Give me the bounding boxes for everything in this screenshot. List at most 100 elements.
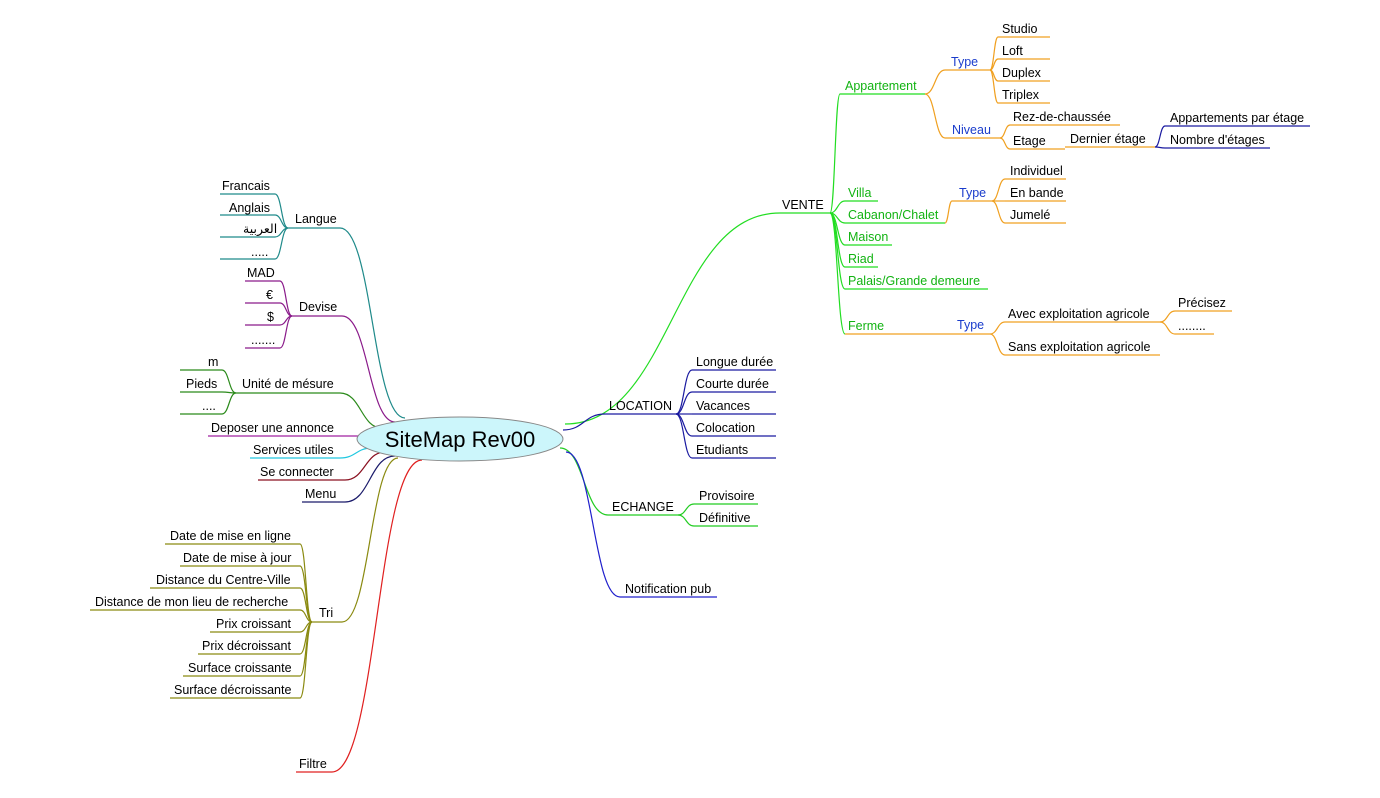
tri-item-date-mise-a-jour[interactable]: Date de mise à jour [183, 551, 291, 565]
unite-link [339, 392, 383, 429]
vente-ferme[interactable]: Ferme [848, 319, 884, 333]
niveau-etage[interactable]: Etage [1013, 134, 1046, 148]
branch-link [1154, 125, 1166, 148]
langue-item-francais[interactable]: Francais [222, 179, 270, 193]
vente-villa[interactable]: Villa [848, 186, 871, 200]
langue-link [339, 227, 406, 419]
echange-node[interactable]: ECHANGE [612, 500, 674, 514]
tri-item-surface-decroissante[interactable]: Surface décroissante [174, 683, 291, 697]
ferme-avec[interactable]: Avec exploitation agricole [1008, 307, 1150, 321]
branch-link [999, 124, 1011, 139]
devise-item-more[interactable]: ....... [251, 333, 275, 347]
villa-type-individuel[interactable]: Individuel [1010, 164, 1063, 178]
branch-link [675, 369, 693, 415]
filtre-link [331, 459, 423, 773]
unite-item-m[interactable]: m [208, 355, 218, 369]
devise-item-dollar[interactable]: $ [267, 310, 274, 324]
branch-link [677, 514, 695, 527]
echange-provisoire[interactable]: Provisoire [699, 489, 755, 503]
unite-item-more[interactable]: .... [202, 399, 216, 413]
devise-item-euro[interactable]: € [266, 288, 273, 302]
villa-type-en-bande[interactable]: En bande [1010, 186, 1064, 200]
branch-link [274, 227, 289, 260]
location-vacances[interactable]: Vacances [696, 399, 750, 413]
langue-item-anglais[interactable]: Anglais [229, 201, 270, 215]
root-title: SiteMap Rev00 [385, 427, 535, 452]
tri-item-distance-lieu[interactable]: Distance de mon lieu de recherche [95, 595, 288, 609]
unite-item-pieds[interactable]: Pieds [186, 377, 217, 391]
langue-item-more[interactable]: ..... [251, 245, 268, 259]
branch-link [924, 93, 946, 139]
branch-link [999, 137, 1011, 150]
root-ellipse [356, 416, 564, 462]
branch-link [221, 369, 237, 394]
devise-link [341, 315, 396, 423]
branch-link [675, 413, 693, 459]
branch-link [299, 587, 313, 623]
appartement-type[interactable]: Type [951, 55, 978, 69]
vente-cabanon[interactable]: Cabanon/Chalet [848, 208, 939, 222]
notification-link [565, 451, 621, 598]
branch-link [299, 621, 313, 677]
etage-dernier[interactable]: Dernier étage [1070, 132, 1146, 146]
deposer-node[interactable]: Deposer une annonce [211, 421, 334, 435]
tri-item-distance-centre[interactable]: Distance du Centre-Ville [156, 573, 291, 587]
ferme-sans[interactable]: Sans exploitation agricole [1008, 340, 1150, 354]
location-colocation[interactable]: Colocation [696, 421, 755, 435]
location-courte[interactable]: Courte durée [696, 377, 769, 391]
branch-link [989, 69, 999, 104]
branch-link [924, 69, 946, 95]
tri-link [341, 457, 399, 623]
location-node[interactable]: LOCATION [609, 399, 672, 413]
vente-node[interactable]: VENTE [782, 198, 824, 212]
root-node[interactable]: SiteMap Rev00 [356, 416, 564, 462]
branch-link [829, 93, 841, 214]
filtre-node[interactable]: Filtre [299, 757, 327, 771]
dernier-appartements-par-etage[interactable]: Appartements par étage [1170, 111, 1304, 125]
connecter-node[interactable]: Se connecter [260, 465, 334, 479]
vente-link [564, 212, 781, 425]
langue-item-arabic[interactable]: العربية [243, 222, 277, 237]
services-node[interactable]: Services utiles [253, 443, 334, 457]
location-longue[interactable]: Longue durée [696, 355, 773, 369]
appartement-type-loft[interactable]: Loft [1002, 44, 1023, 58]
branch-link [279, 315, 293, 349]
avec-precisez[interactable]: Précisez [1178, 296, 1226, 310]
echange-definitive[interactable]: Définitive [699, 511, 750, 525]
tri-item-surface-croissante[interactable]: Surface croissante [188, 661, 292, 675]
vente-appartement[interactable]: Appartement [845, 79, 917, 93]
branch-link [944, 200, 953, 224]
menu-node[interactable]: Menu [305, 487, 336, 501]
ferme-type[interactable]: Type [957, 318, 984, 332]
tri-node[interactable]: Tri [319, 606, 333, 620]
appartement-type-duplex[interactable]: Duplex [1002, 66, 1042, 80]
langue-node[interactable]: Langue [295, 212, 337, 226]
tri-item-prix-croissant[interactable]: Prix croissant [216, 617, 292, 631]
villa-type[interactable]: Type [959, 186, 986, 200]
appartement-type-triplex[interactable]: Triplex [1002, 88, 1040, 102]
branch-link [1159, 310, 1176, 323]
vente-maison[interactable]: Maison [848, 230, 888, 244]
branch-link [221, 392, 237, 415]
location-link [562, 413, 606, 431]
avec-more[interactable]: ........ [1178, 319, 1206, 333]
devise-item-mad[interactable]: MAD [247, 266, 275, 280]
branch-link [991, 200, 1006, 224]
location-etudiants[interactable]: Etudiants [696, 443, 748, 457]
villa-type-jumele[interactable]: Jumelé [1010, 208, 1050, 222]
unite-node[interactable]: Unité de mésure [242, 377, 334, 391]
vente-riad[interactable]: Riad [848, 252, 874, 266]
branch-link [989, 321, 1006, 335]
branch-link [344, 455, 396, 503]
notification-node[interactable]: Notification pub [625, 582, 711, 596]
devise-node[interactable]: Devise [299, 300, 337, 314]
niveau-rez[interactable]: Rez-de-chaussée [1013, 110, 1111, 124]
appartement-niveau[interactable]: Niveau [952, 123, 991, 137]
tri-item-date-mise-en-ligne[interactable]: Date de mise en ligne [170, 529, 291, 543]
dernier-nombre-etages[interactable]: Nombre d'étages [1170, 133, 1265, 147]
vente-palais[interactable]: Palais/Grande demeure [848, 274, 980, 288]
tri-item-prix-decroissant[interactable]: Prix décroissant [202, 639, 291, 653]
appartement-type-studio[interactable]: Studio [1002, 22, 1037, 36]
branch-link [279, 280, 293, 317]
